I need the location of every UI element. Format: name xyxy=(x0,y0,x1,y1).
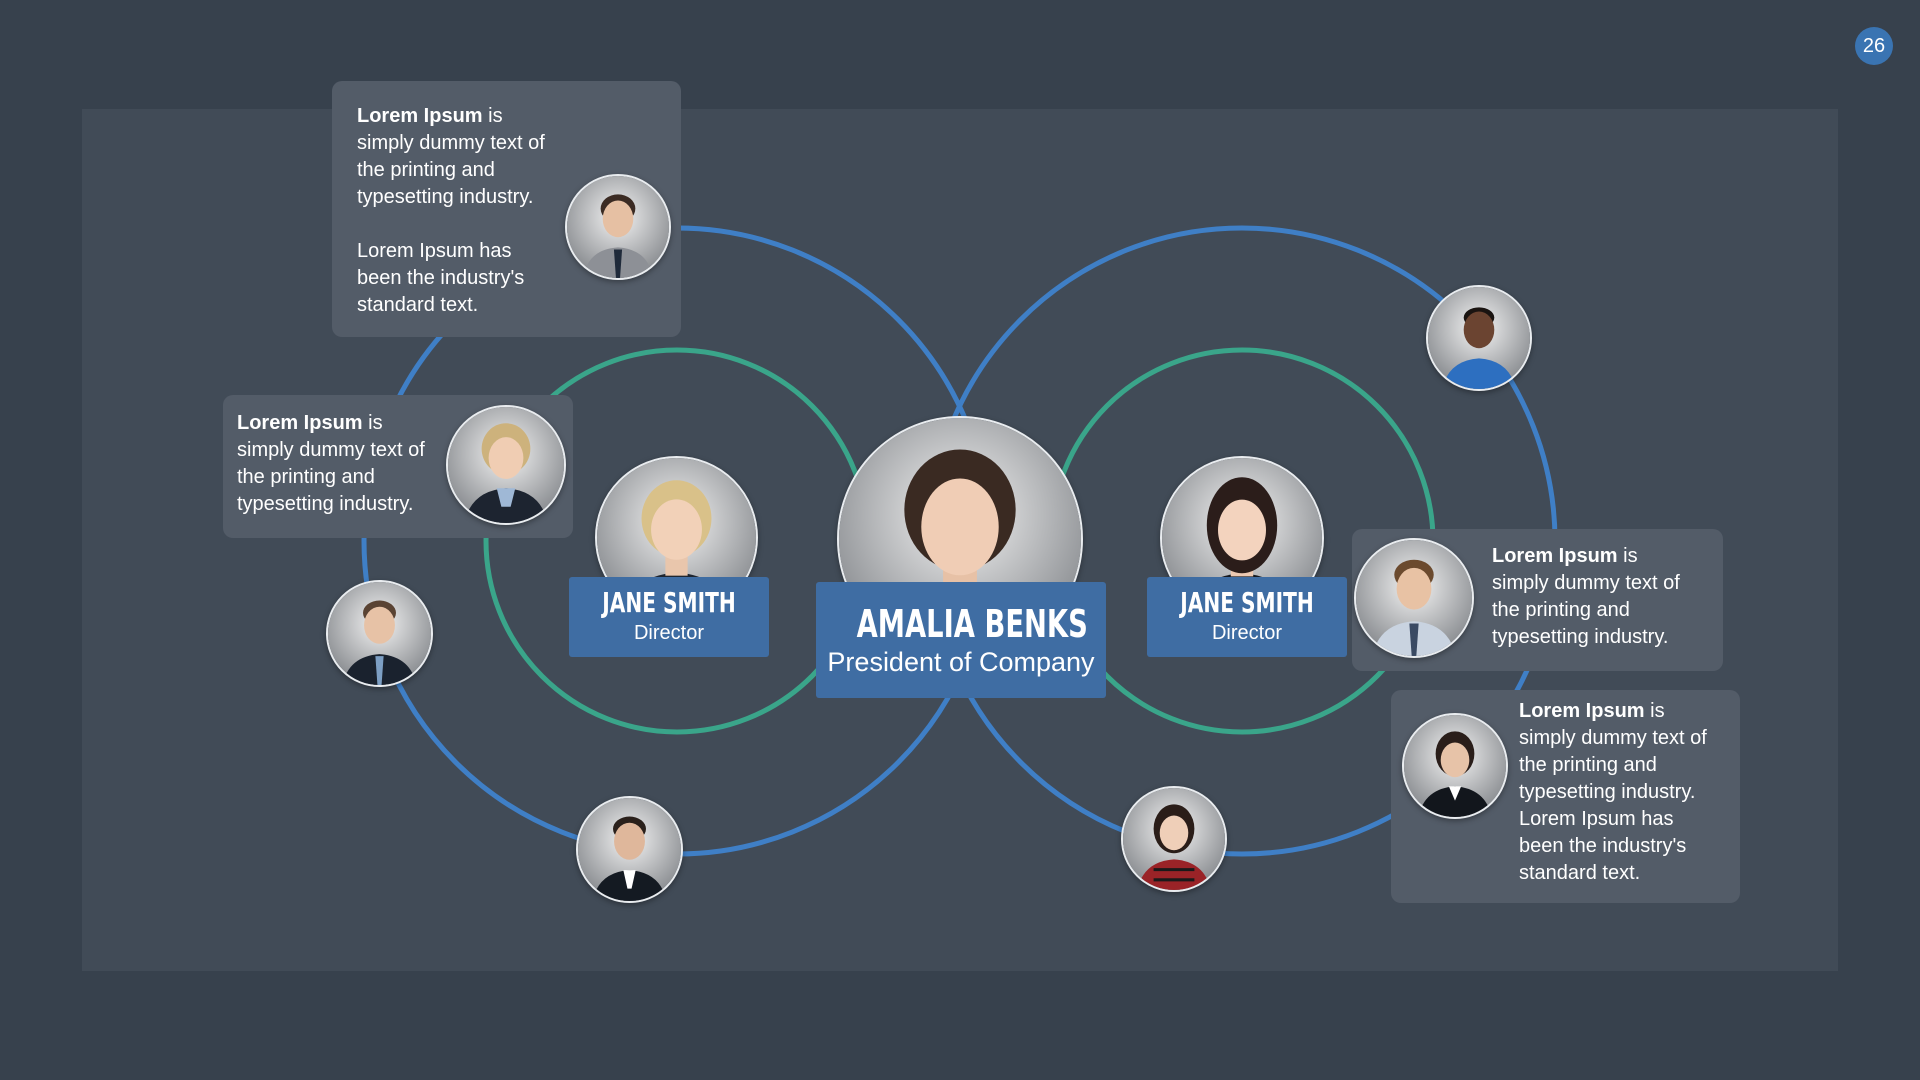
callout-line: is xyxy=(368,412,383,434)
director-right-name: JANE SMITH xyxy=(1180,586,1314,619)
callout-line: Lorem Ipsum has xyxy=(1519,808,1674,830)
callout-line: been the industry's xyxy=(357,267,525,289)
callout-line: typesetting industry. xyxy=(1519,781,1696,803)
callout-line: the printing and xyxy=(1492,599,1630,621)
callout-line: the printing and xyxy=(1519,754,1657,776)
director-left-name: JANE SMITH xyxy=(602,586,736,619)
president-role: President of Company xyxy=(827,647,1095,677)
avatar-left-upper xyxy=(446,405,566,525)
callout-line: simply dummy text of xyxy=(1519,727,1707,749)
director-left-role: Director xyxy=(633,622,704,644)
callout-line: simply dummy text of xyxy=(357,132,545,154)
callout-bold: Lorem Ipsum xyxy=(237,412,363,434)
director-right-name-box: JANE SMITH Director xyxy=(1147,577,1347,657)
avatar-right-middle xyxy=(1354,538,1474,658)
callout-line: typesetting industry. xyxy=(1492,626,1669,648)
president-name-box: AMALIA BENKS President of Company xyxy=(816,582,1106,698)
callout-line: is xyxy=(1650,700,1665,722)
callout-line: been the industry's xyxy=(1519,835,1687,857)
president-name: AMALIA BENKS xyxy=(856,602,1088,646)
callout-line: is xyxy=(488,105,503,127)
avatar-left-lower xyxy=(326,580,433,687)
avatar-top-left xyxy=(565,174,671,280)
page-number-badge: 26 xyxy=(1855,27,1893,65)
callout-line: the printing and xyxy=(357,159,495,181)
callout-line: is xyxy=(1623,545,1638,567)
callout-line: typesetting industry. xyxy=(357,186,534,208)
callout-line: the printing and xyxy=(237,466,375,488)
callout-bold: Lorem Ipsum xyxy=(357,105,483,127)
director-left-name-box: JANE SMITH Director xyxy=(569,577,769,657)
callout-line: standard text. xyxy=(357,294,479,316)
callout-line: standard text. xyxy=(1519,862,1641,884)
callout-line: typesetting industry. xyxy=(237,493,414,515)
callout-line: simply dummy text of xyxy=(237,439,425,461)
avatar-top-right xyxy=(1426,285,1532,391)
callout-bold: Lorem Ipsum xyxy=(1519,700,1645,722)
callout-bold: Lorem Ipsum xyxy=(1492,545,1618,567)
director-right-role: Director xyxy=(1211,622,1282,644)
avatar-bottom-left xyxy=(576,796,683,903)
callout-line: Lorem Ipsum has xyxy=(357,240,512,262)
callout-line: simply dummy text of xyxy=(1492,572,1680,594)
avatar-bottom-center-right xyxy=(1121,786,1227,892)
avatar-bottom-right xyxy=(1402,713,1508,819)
